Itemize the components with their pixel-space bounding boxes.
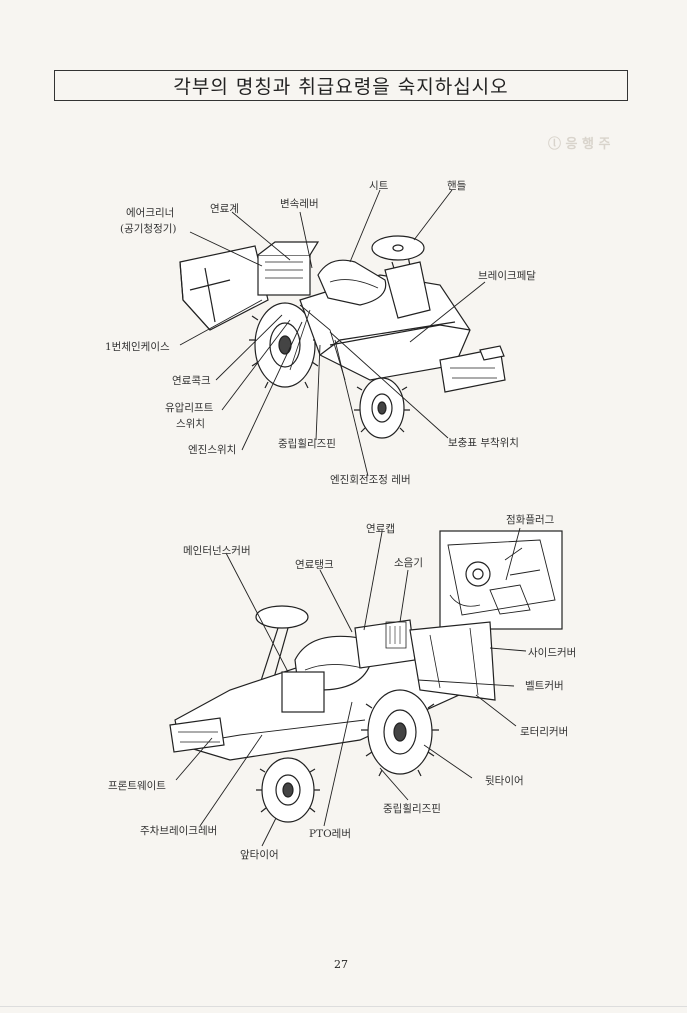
label-weight-mount: 보충표 부착위치 [448, 437, 519, 449]
label-fuel-gauge: 연료계 [210, 203, 239, 215]
label-air-cleaner-sub: (공기청정기) [120, 223, 177, 235]
label-side-cover: 사이드커버 [528, 647, 577, 659]
label-belt-cover: 벨트커버 [525, 680, 564, 692]
label-center-wheel-pin-bottom: 중립휠리즈핀 [383, 803, 441, 815]
label-center-wheel-pin-top: 중립휠리즈핀 [278, 438, 336, 450]
label-rotary-cover: 로터리커버 [520, 726, 569, 738]
label-chain-case: 1번체인케이스 [105, 341, 170, 353]
label-brake-pedal: 브레이크페달 [478, 270, 536, 282]
page-edge-line [0, 1006, 687, 1007]
label-hydraulic-lift-2: 스위치 [176, 418, 205, 430]
label-front-weight: 프론트웨이트 [108, 780, 166, 792]
label-seat: 시트 [369, 180, 389, 192]
label-rear-tire: 뒷타이어 [485, 775, 524, 787]
label-fuel-cock: 연료콕크 [172, 375, 211, 387]
label-engine-speed-lever: 엔진회전조정 레버 [330, 474, 411, 486]
label-hydraulic-lift-1: 유압리프트 [165, 402, 214, 414]
label-maintenance-cover: 메인터넌스커버 [183, 545, 251, 557]
bleed-through-text: ⓛ 응 행 주 [548, 137, 611, 152]
label-muffler: 소음기 [394, 557, 423, 569]
label-fuel-tank: 연료탱크 [295, 559, 334, 571]
page-number: 27 [334, 958, 348, 971]
label-front-tire: 앞타이어 [240, 849, 279, 861]
label-pto-lever: PTO레버 [309, 828, 351, 840]
page-title: 각부의 명칭과 취급요령을 숙지하십시오 [54, 70, 628, 101]
label-engine-switch: 엔진스위치 [188, 444, 237, 456]
label-parking-brake-lever: 주차브레이크레버 [140, 825, 218, 837]
label-fuel-cap: 연료캡 [366, 523, 395, 535]
label-shift-lever: 변속레버 [280, 198, 319, 210]
label-spark-plug: 점화플러그 [506, 514, 555, 526]
label-air-cleaner: 에어크리너 [126, 207, 175, 219]
label-handle: 핸들 [447, 180, 467, 192]
